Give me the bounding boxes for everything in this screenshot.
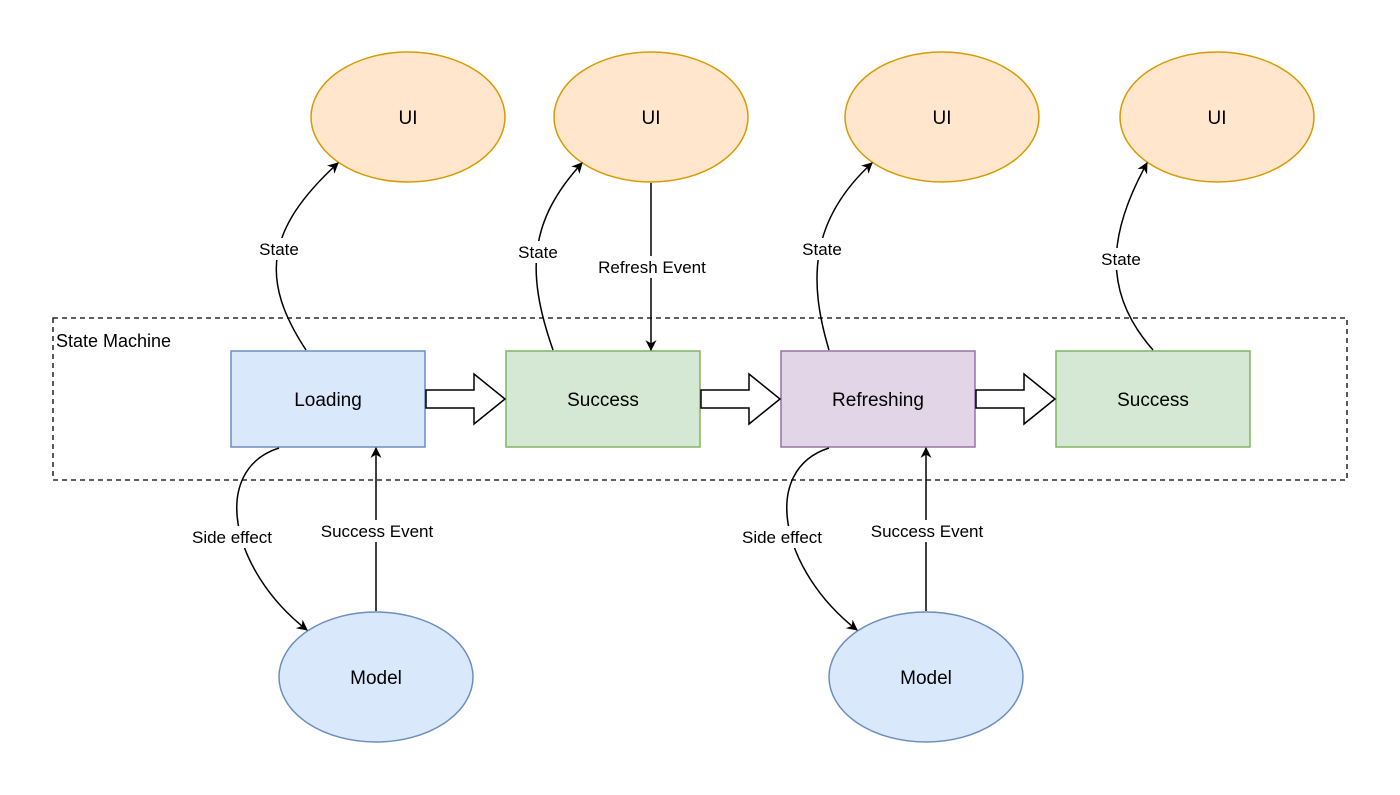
svg-text:Success Event: Success Event <box>321 522 434 541</box>
success-state-1[interactable]: Success <box>505 350 701 448</box>
model-node-1-label: Model <box>350 668 402 689</box>
success-state-1-label: Success <box>567 390 639 411</box>
refreshing-state-label: Refreshing <box>832 390 924 411</box>
model-node-2-label: Model <box>900 668 952 689</box>
svg-text:Side effect: Side effect <box>192 528 272 547</box>
ui-node-1-label: UI <box>399 108 418 129</box>
side-effect-edge-1 <box>236 447 308 631</box>
svg-text:State: State <box>1101 250 1141 269</box>
loading-state-label: Loading <box>294 390 362 411</box>
state-label-1: State <box>256 238 302 260</box>
success-event-label-2: Success Event <box>866 520 988 542</box>
transition-arrow-2 <box>700 372 782 426</box>
refreshing-state[interactable]: Refreshing <box>780 350 976 448</box>
ui-node-2[interactable]: UI <box>553 51 749 183</box>
success-event-label-1: Success Event <box>316 520 438 542</box>
transition-arrow-1 <box>425 372 507 426</box>
refresh-event-label: Refresh Event <box>593 256 711 278</box>
svg-text:State: State <box>802 240 842 259</box>
svg-text:Refresh Event: Refresh Event <box>598 258 706 277</box>
transition-arrow-3 <box>975 372 1057 426</box>
svg-text:Side effect: Side effect <box>742 528 822 547</box>
ui-node-2-label: UI <box>642 108 661 129</box>
side-effect-label-2: Side effect <box>737 526 827 548</box>
model-node-2[interactable]: Model <box>828 611 1024 743</box>
svg-text:Success Event: Success Event <box>871 522 984 541</box>
svg-text:State: State <box>259 240 299 259</box>
ui-node-1[interactable]: UI <box>310 51 506 183</box>
ui-node-3[interactable]: UI <box>844 51 1040 183</box>
side-effect-edge-2 <box>786 447 858 631</box>
ui-node-3-label: UI <box>933 108 952 129</box>
svg-text:State: State <box>518 243 558 262</box>
state-label-2: State <box>515 241 561 263</box>
state-machine-container: State Machine <box>52 317 1348 481</box>
ui-node-4[interactable]: UI <box>1119 51 1315 183</box>
success-state-2-label: Success <box>1117 390 1189 411</box>
success-state-2[interactable]: Success <box>1055 350 1251 448</box>
loading-state[interactable]: Loading <box>230 350 426 448</box>
container-label: State Machine <box>56 331 171 351</box>
state-label-4: State <box>1098 248 1144 270</box>
side-effect-label-1: Side effect <box>187 526 277 548</box>
state-label-3: State <box>799 238 845 260</box>
ui-node-4-label: UI <box>1208 108 1227 129</box>
model-node-1[interactable]: Model <box>278 611 474 743</box>
